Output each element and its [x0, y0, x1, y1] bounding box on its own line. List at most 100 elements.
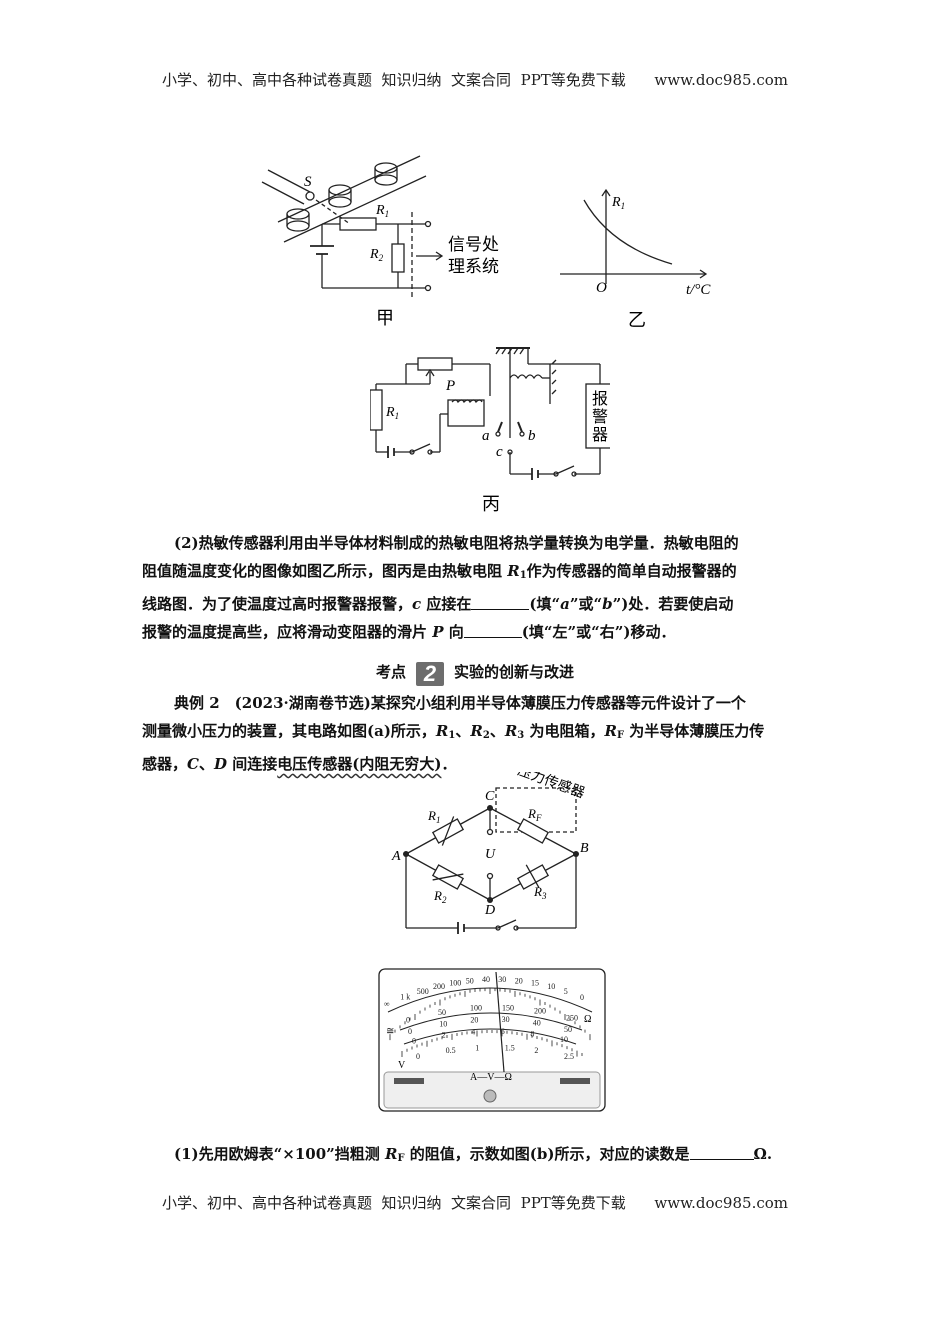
ac-scale-label: 1 [475, 1043, 479, 1052]
label-r2: R [369, 247, 379, 262]
dc-scale-low-label: 4 [471, 1028, 475, 1037]
dc-scale-top-label: 50 [438, 1008, 446, 1017]
ohm-scale-label: ∞ [384, 1000, 390, 1009]
ohm-scale-label: 10 [547, 982, 555, 991]
figure-bing: R1 P a b c 报 警 器 丙 [369, 344, 617, 516]
alarm-char-1: 报 [592, 390, 608, 408]
q2-line-4: 报警的温度提高些，应将滑动变阻器的滑片 P 向(填“左”或“右”)移动． [142, 623, 676, 641]
dc-scale-mid-label: 30 [502, 1015, 510, 1024]
ac-scale-label: 2 [534, 1046, 538, 1055]
svg-text:R1: R1 [385, 405, 399, 421]
question-2: (2)热敏传感器利用由半导体材料制成的热敏电阻将热学量转换为电学量．热敏电阻的 … [142, 529, 810, 646]
q2-line-1: (2)热敏传感器利用由半导体材料制成的热敏电阻将热学量转换为电学量．热敏电阻的 [174, 534, 739, 552]
example-2: 典例 2 (2023·湖南卷节选)某探究小组利用半导体薄膜压力传感器等元件设计了… [142, 689, 810, 778]
answer-blank-2[interactable] [463, 623, 522, 638]
figure-yi-drawing: R1 O t/°C 乙 [560, 188, 711, 330]
figure-jia-drawing: S R1 R2 信号处 理系统 甲 [261, 155, 499, 328]
bridge-circuit-drawing: A B C D U R1 R2 R3 RF 压力传感器 [391, 762, 589, 934]
ohm-scale-label: 40 [482, 975, 490, 984]
yi-ylabel: R [611, 195, 621, 210]
signal-label-2: 理系统 [448, 257, 499, 276]
dc-scale-top-label: 200 [534, 1007, 546, 1016]
ac-scale-label: 0 [416, 1052, 420, 1061]
node-a-label: A [391, 849, 401, 864]
voltage-u-label: U [485, 847, 496, 862]
ex2-line-1: 典例 2 (2023·湖南卷节选)某探究小组利用半导体薄膜压力传感器等元件设计了… [174, 694, 746, 712]
svg-text:R1: R1 [375, 203, 389, 219]
dc-scale-low-label: 10 [560, 1035, 568, 1044]
ohm-scale-label: 30 [498, 975, 506, 984]
ohm-scale-label: 1 k [400, 993, 410, 1002]
signal-label-1: 信号处 [448, 235, 499, 254]
svg-text:R3: R3 [533, 884, 547, 901]
dc-scale-low-label: 2 [442, 1031, 446, 1040]
dc-scale-mid-label: 50 [564, 1025, 572, 1034]
section-title: 实验的创新与改进 [454, 663, 575, 681]
ohm-scale-label: 500 [417, 987, 429, 996]
svg-text:RF: RF [527, 806, 542, 823]
bing-label-r1-sub: 1 [395, 411, 400, 421]
node-d-label: D [484, 903, 495, 918]
meter-bottom-label: A—V—Ω [470, 1072, 512, 1083]
alarm-char-2: 警 [592, 408, 608, 426]
figure-bing-drawing: R1 P a b c 报 警 器 丙 [369, 347, 617, 514]
ohm-scale-label: 15 [531, 979, 539, 988]
ac-symbol: ≅ [386, 1026, 394, 1037]
dc-scale-top-label: 150 [502, 1003, 514, 1012]
bing-label-r1: R [385, 405, 395, 420]
dc-scale-low-label: 0 [412, 1037, 416, 1046]
r3-label: R [533, 884, 542, 899]
q2-line-2: 阻值随温度变化的图像如图乙所示，图丙是由热敏电阻 R1作为传感器的简单自动报警器… [142, 562, 737, 581]
label-r1-sub: 1 [385, 209, 390, 219]
bing-label-a: a [482, 428, 490, 444]
dc-scale-top-label: 0 [406, 1016, 410, 1025]
section-heading: 考点 2 实验的创新与改进 [0, 661, 950, 686]
bing-label-b: b [528, 428, 536, 444]
node-c-label: C [485, 789, 495, 804]
dc-scale-mid-label: 0 [408, 1027, 412, 1036]
ex2-line-3: 感器，C、D 间连接电压传感器(内阻无穷大)． [142, 755, 457, 773]
ohm-scale-label: 5 [564, 987, 568, 996]
r1-label: R [427, 808, 436, 823]
section-prefix: 考点 [375, 663, 406, 681]
figure-jia: S R1 R2 信号处 理系统 甲 [258, 152, 520, 330]
dc-scale-mid-label: 20 [470, 1016, 478, 1025]
dc-scale-mid-label: 40 [533, 1018, 541, 1027]
ex2-line-2: 测量微小压力的装置，其电路如图(a)所示，R1、R2、R3 为电阻箱，RF 为半… [142, 722, 765, 741]
dc-scale-mid-label: 10 [439, 1020, 447, 1029]
dc-scale-low-label: 8 [530, 1030, 534, 1039]
section-number-badge: 2 [416, 662, 444, 686]
ac-scale-label: 1.5 [505, 1043, 515, 1052]
answer-blank-3[interactable] [689, 1145, 754, 1160]
ohm-scale-label: 20 [515, 976, 523, 985]
page-footer: 小学、初中、高中各种试卷真题 知识归纳 文案合同 PPT等免费下载 www.do… [161, 1194, 788, 1212]
dc-scale-top-label: 100 [470, 1004, 482, 1013]
svg-text:R2: R2 [369, 247, 384, 263]
label-s: S [304, 174, 312, 190]
svg-text:R1: R1 [427, 808, 440, 825]
svg-text:R1: R1 [611, 195, 625, 211]
ohm-scale-label: 100 [449, 979, 461, 988]
label-r1: R [375, 203, 385, 218]
v-symbol: V [398, 1060, 406, 1071]
alarm-char-3: 器 [592, 426, 608, 444]
q2-line-3: 线路图．为了使温度过高时报警器报警，c 应接在(填“a”或“b”)处．若要使启动 [142, 595, 734, 613]
ohm-scale-label: 0 [580, 993, 584, 1002]
answer-blank-1[interactable] [471, 595, 530, 610]
ohm-scale-label: 200 [433, 982, 445, 991]
figure-yi: R1 O t/°C 乙 [554, 186, 726, 332]
dc-scale-top-label: 250 [566, 1013, 578, 1022]
caption-jia: 甲 [376, 308, 394, 328]
question-1: (1)先用欧姆表“×100”挡粗测 RF 的阻值，示数如图(b)所示，对应的读数… [174, 1145, 773, 1164]
ac-scale-label: 0.5 [446, 1046, 456, 1055]
caption-bing: 丙 [482, 494, 500, 514]
page-header: 小学、初中、高中各种试卷真题 知识归纳 文案合同 PPT等免费下载 www.do… [161, 71, 788, 89]
label-r2-sub: 2 [379, 253, 384, 263]
ohm-symbol: Ω [584, 1014, 591, 1025]
